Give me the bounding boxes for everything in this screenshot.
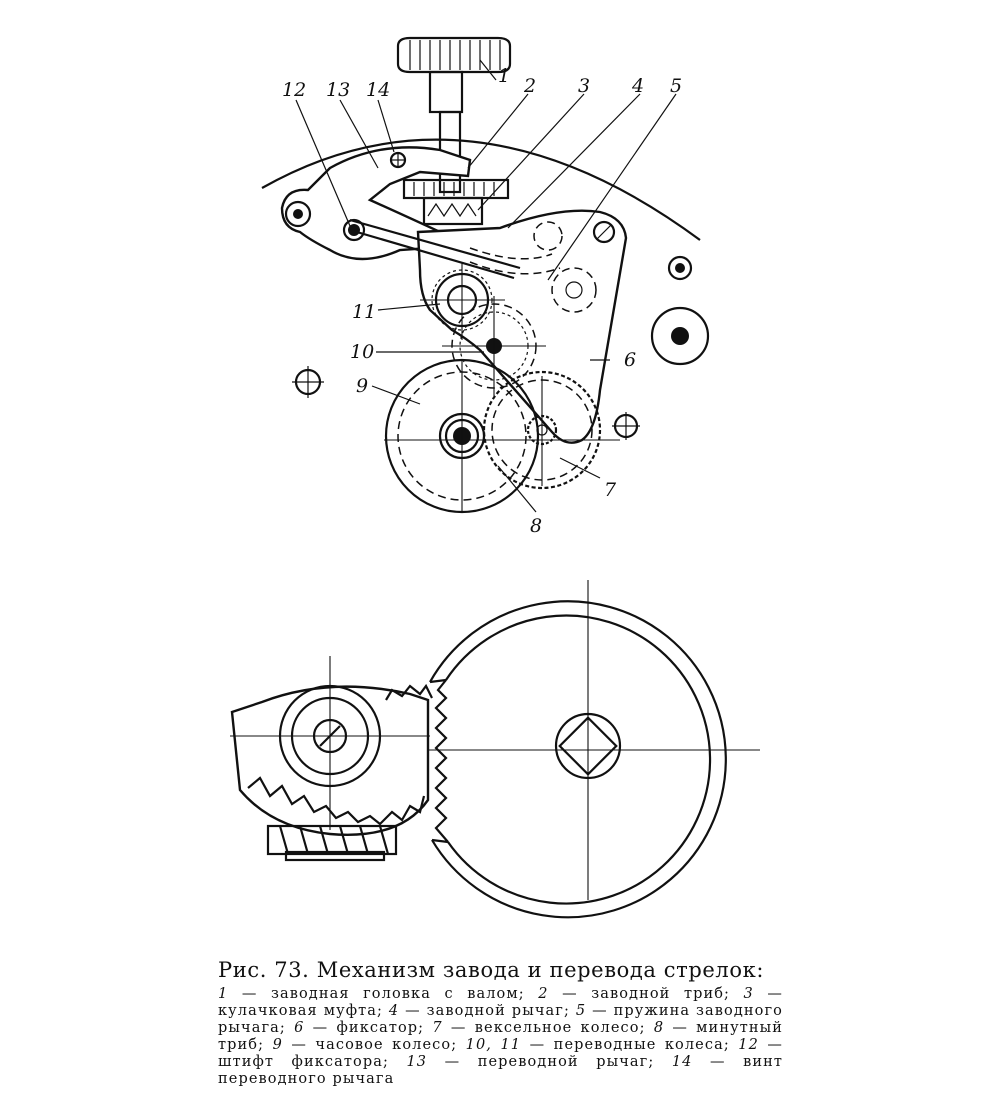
figure-caption: Рис. 73. Механизм завода и перевода стре… [218, 958, 783, 1088]
movement-edge-arc [261, 138, 701, 241]
setting-wheel-10 [442, 296, 546, 398]
caption-legend: 1 — заводная головка с валом; 2 — заводн… [218, 986, 783, 1088]
label-6: 6 [624, 349, 636, 371]
clutch-and-pinion [402, 178, 510, 226]
large-wheel [420, 580, 760, 919]
winding-lever-spring [349, 218, 521, 270]
legend-item-text: — штифт фиксатора; [218, 1037, 784, 1070]
legend-item-text: — часовое колесо; [282, 1037, 466, 1053]
label-13: 13 [326, 79, 350, 101]
legend-item-text: — вексельное колесо; [442, 1020, 654, 1036]
label-2: 2 [523, 75, 536, 97]
legend-item-number: 9 [272, 1037, 283, 1053]
legend-item-number: 2 [538, 986, 549, 1002]
legend-item-number: 8 [653, 1020, 665, 1036]
setting-wheel-11 [420, 262, 505, 340]
legend-item-number: 6 [294, 1020, 305, 1036]
sector-gear [230, 656, 433, 836]
label-5: 5 [670, 75, 682, 97]
legend-item-number: 7 [432, 1020, 443, 1036]
label-7: 7 [604, 479, 617, 501]
minute-wheel [482, 370, 602, 490]
leader-lines [295, 59, 677, 513]
worm-gear [266, 824, 398, 862]
legend-item-number: 10, 11 [465, 1037, 522, 1053]
legend-item-text: — минутный триб; [218, 1020, 784, 1053]
legend-item-text: — заводная головка с валом; [228, 986, 539, 1002]
legend-item-text: — переводной рычаг; [427, 1054, 672, 1070]
legend-item-number: 14 [671, 1054, 693, 1070]
legend-item-text: — переводные колеса; [521, 1037, 739, 1053]
label-1: 1 [498, 65, 510, 87]
label-11: 11 [352, 301, 376, 323]
legend-item-number: 1 [218, 986, 229, 1002]
legend-item-text: — фиксатор; [304, 1020, 433, 1036]
label-12: 12 [282, 79, 306, 101]
label-4: 4 [631, 75, 644, 97]
label-3: 3 [578, 75, 590, 97]
legend-item-number: 4 [388, 1003, 400, 1019]
label-8: 8 [530, 515, 542, 537]
legend-item-number: 12 [738, 1037, 759, 1053]
legend-item-number: 5 [575, 1003, 587, 1019]
legend-item-text: — пружина заводного рычага; [218, 1003, 783, 1036]
label-9: 9 [356, 375, 368, 397]
hour-wheel [384, 358, 620, 514]
label-10: 10 [350, 341, 374, 363]
legend-item-text: — винт переводного рычага [218, 1054, 783, 1087]
legend-item-number: 3 [743, 986, 754, 1002]
legend-item-text: — заводной триб; [548, 986, 744, 1002]
legend-item-number: 13 [406, 1054, 428, 1070]
caption-title: Рис. 73. Механизм завода и перевода стре… [218, 958, 765, 982]
legend-item-text: — заводной рычаг; [399, 1003, 576, 1019]
mechanism-drawing: 1 2 3 4 5 6 7 8 9 10 11 12 13 14 [230, 36, 760, 919]
label-14: 14 [366, 79, 390, 101]
legend-item-text: — кулачковая муфта; [218, 986, 783, 1019]
